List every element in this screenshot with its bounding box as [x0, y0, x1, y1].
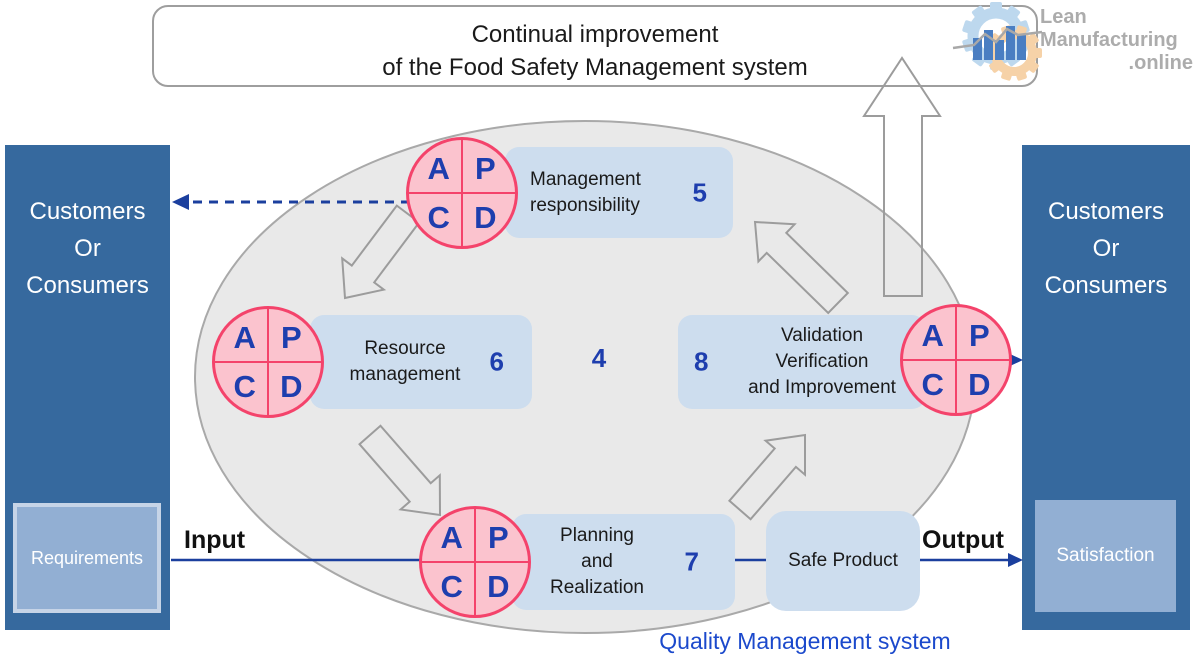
customers-right-line2: Or [1092, 235, 1120, 262]
pdca-letter-plan: P [474, 150, 496, 186]
customers-left-line2: Or [74, 235, 101, 262]
customers-panel-left: Customers Or Consumers Requirements [5, 145, 170, 630]
pdca-letter-plan: P [968, 317, 990, 353]
satisfaction-box: Satisfaction [1035, 500, 1176, 612]
quality-management-system-label: Quality Management system [659, 628, 951, 654]
title-line-2: of the Food Safety Management system [382, 54, 808, 81]
stage-validation-number: 8 [694, 346, 709, 377]
brand-line-1: Lean [1040, 6, 1087, 28]
brand-line-2: Manufacturing [1040, 29, 1178, 51]
stage-validation-line3: and Improvement [748, 377, 896, 398]
pdca-letter-do: D [487, 569, 510, 605]
customers-label-right: Customers Or Consumers [1022, 193, 1190, 304]
stage-resource-management: Resource management 6 [310, 315, 532, 409]
stage-planning-line3: Realization [550, 577, 644, 598]
requirements-label: Requirements [30, 547, 144, 568]
center-number-4: 4 [591, 343, 607, 373]
pdca-letter-check: C [427, 200, 450, 236]
stage-planning-realization: Planning and Realization 7 [512, 514, 735, 610]
pdca-letter-check: C [921, 367, 944, 403]
pdca-circle-validation: A P C D [900, 304, 1012, 416]
pdca-circle-planning: A P C D [419, 506, 531, 618]
customers-panel-right: Customers Or Consumers Satisfaction [1022, 145, 1190, 630]
pdca-cross-horizontal [409, 192, 515, 194]
pdca-letter-check: C [440, 569, 463, 605]
pdca-letter-do: D [968, 367, 991, 403]
pdca-letter-act: A [233, 319, 256, 355]
customers-left-line3: Consumers [26, 272, 149, 299]
stage-management-number: 5 [692, 177, 707, 207]
cycle-arrow-7-to-8-icon [727, 433, 806, 521]
pdca-cross-horizontal [903, 359, 1009, 361]
pdca-cross-horizontal [215, 361, 321, 363]
input-label: Input [184, 526, 246, 554]
stage-validation-line1: Validation [780, 325, 864, 346]
stage-planning-number: 7 [684, 546, 699, 577]
pdca-circle-management: A P C D [406, 137, 518, 249]
customers-right-line3: Consumers [1044, 272, 1168, 299]
title-line-1: Continual improvement [471, 21, 719, 48]
stage-resource-line1: Resource [364, 338, 446, 359]
stage-planning-line1: Planning [560, 525, 634, 546]
cycle-arrow-6-to-7-icon [358, 424, 442, 517]
pdca-letter-plan: P [280, 319, 302, 355]
continual-improvement-box: Continual improvement of the Food Safety… [152, 5, 1038, 87]
pdca-circle-resource: A P C D [212, 306, 324, 418]
brand-wordmark: Lean Manufacturing .online [1040, 6, 1193, 75]
requirements-box: Requirements [13, 503, 161, 613]
stage-management-responsibility: Management responsibility 5 [505, 147, 733, 238]
stage-resource-line2: management [349, 364, 461, 385]
stage-resource-number: 6 [489, 346, 504, 377]
pdca-letter-act: A [921, 317, 944, 353]
customers-left-line1: Customers [29, 198, 146, 225]
stage-validation-verification: 8 Validation Verification and Improvemen… [678, 315, 926, 409]
customers-label-left: Customers Or Consumers [5, 193, 170, 304]
cycle-arrow-5-to-6-icon [341, 204, 421, 300]
output-label: Output [922, 526, 1004, 554]
safe-product-label: Safe Product [788, 550, 898, 571]
stage-validation-line2: Verification [775, 351, 869, 372]
improvement-arrow-up-icon [862, 56, 942, 297]
safe-product-box: Safe Product [766, 511, 920, 611]
pdca-letter-act: A [440, 519, 463, 555]
pdca-letter-act: A [427, 150, 450, 186]
pdca-cross-horizontal [422, 561, 528, 563]
feedback-arrowhead-icon [172, 194, 189, 210]
pdca-letter-plan: P [487, 519, 509, 555]
pdca-letter-check: C [233, 369, 256, 405]
stage-management-line2: responsibility [530, 194, 640, 216]
pdca-letter-do: D [280, 369, 303, 405]
stage-planning-line2: and [581, 551, 613, 572]
pdca-letter-do: D [474, 200, 497, 236]
brand-line-3: .online [1128, 52, 1193, 74]
stage-management-line1: Management [530, 168, 641, 190]
cycle-arrow-8-to-5-icon [753, 220, 850, 315]
customers-right-line1: Customers [1047, 198, 1165, 225]
satisfaction-label: Satisfaction [1056, 545, 1155, 566]
output-arrowhead-icon [1008, 553, 1023, 567]
